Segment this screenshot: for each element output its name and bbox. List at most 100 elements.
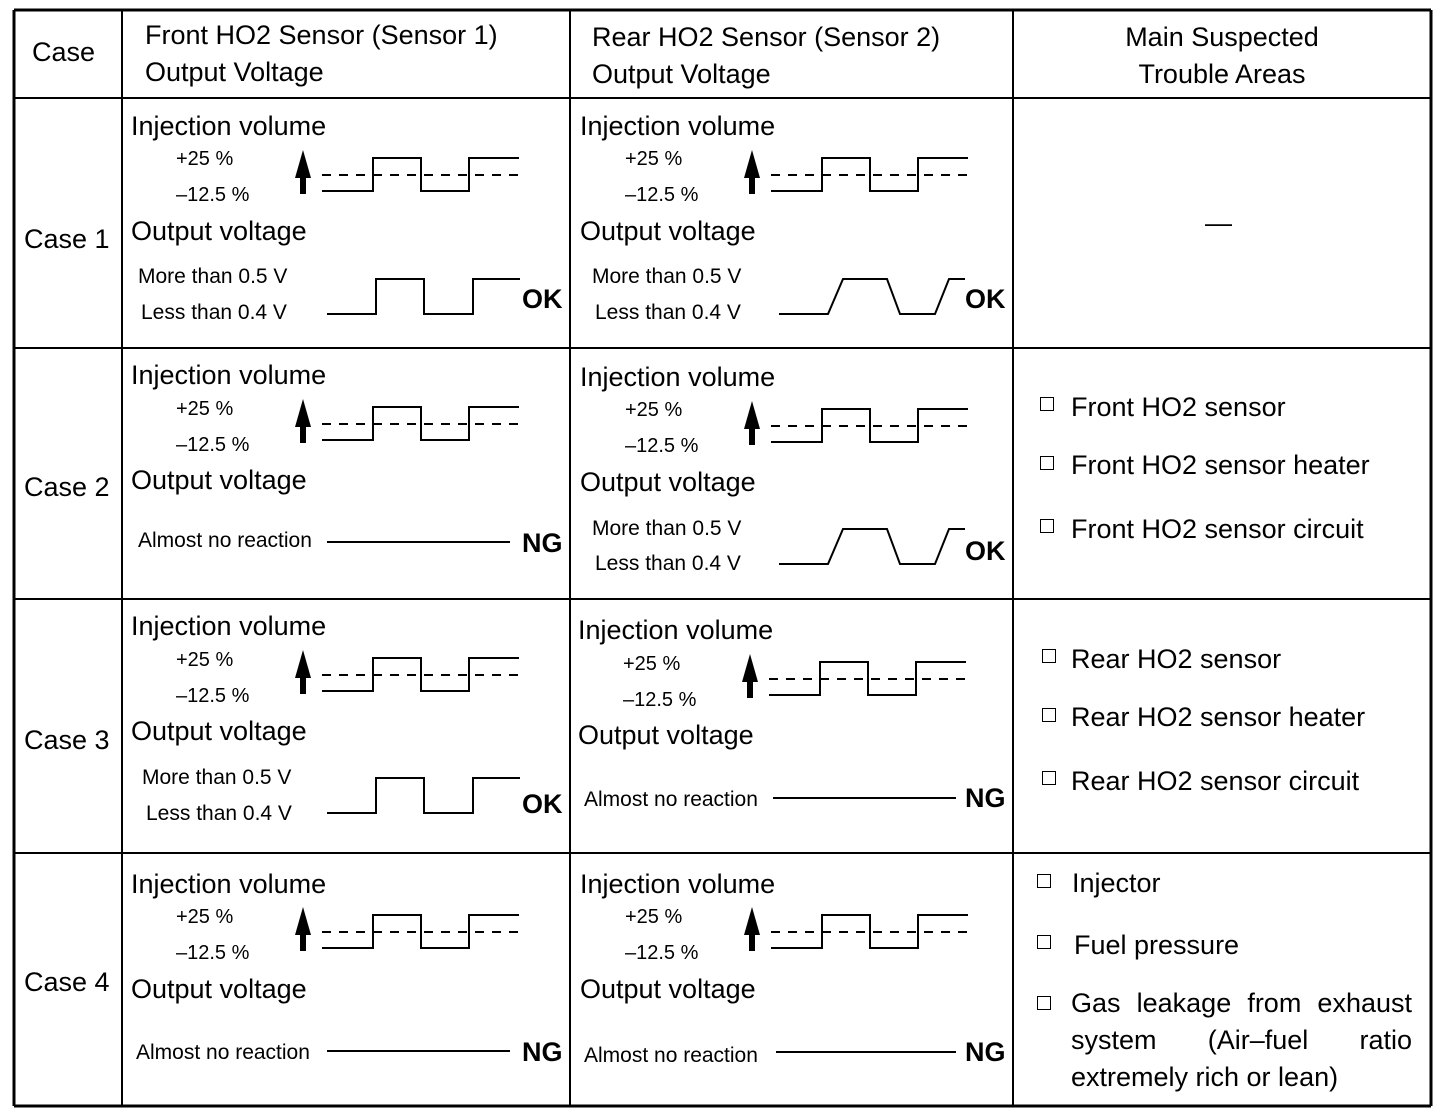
header-case: Case: [32, 37, 96, 67]
minus-12-5-label: –12.5 %: [625, 184, 699, 206]
trouble-area-item: Front HO2 sensor: [1071, 392, 1286, 422]
less-than-label: Less than 0.4 V: [141, 301, 287, 324]
checkbox-icon: [1037, 996, 1051, 1010]
up-arrow-stem: [747, 680, 753, 698]
output-voltage-waveform: [327, 278, 520, 315]
checkbox-icon: [1040, 456, 1054, 470]
header-rear-line-2: Output Voltage: [592, 59, 771, 89]
trouble-area-item: Rear HO2 sensor: [1071, 644, 1282, 674]
plus-25-label: +25 %: [176, 906, 234, 928]
checkbox-icon: [1040, 397, 1054, 411]
up-arrow-icon: [295, 150, 311, 178]
injection-waveform: [322, 157, 519, 192]
output-voltage-label: Output voltage: [131, 716, 307, 746]
injection-waveform: [771, 914, 968, 949]
output-voltage-label: Output voltage: [578, 720, 754, 750]
trouble-area-item: Injector: [1072, 868, 1161, 898]
trouble-area-item: Rear HO2 sensor heater: [1071, 702, 1366, 732]
injection-volume-label: Injection volume: [131, 869, 327, 899]
no-trouble-dash: —: [1205, 208, 1232, 238]
verdict-ok: OK: [965, 536, 1006, 566]
almost-no-reaction-label: Almost no reaction: [584, 1044, 758, 1067]
header-front-line-1: Front HO2 Sensor (Sensor 1): [145, 20, 498, 50]
output-voltage-label: Output voltage: [580, 216, 756, 246]
verdict-ok: OK: [965, 284, 1006, 314]
minus-12-5-label: –12.5 %: [625, 942, 699, 964]
injection-waveform: [322, 657, 519, 692]
up-arrow-icon: [744, 401, 760, 429]
up-arrow-icon: [295, 907, 311, 935]
minus-12-5-label: –12.5 %: [176, 434, 250, 456]
up-arrow-stem: [749, 176, 755, 194]
plus-25-label: +25 %: [623, 653, 681, 675]
minus-12-5-label: –12.5 %: [176, 184, 250, 206]
injection-waveform: [771, 157, 968, 192]
checkbox-icon: [1040, 519, 1054, 533]
verdict-ng: NG: [522, 1037, 563, 1067]
up-arrow-stem: [300, 176, 306, 194]
header-areas-line-1: Main Suspected: [1125, 22, 1319, 52]
less-than-label: Less than 0.4 V: [595, 552, 741, 575]
minus-12-5-label: –12.5 %: [176, 942, 250, 964]
injection-volume-label: Injection volume: [578, 615, 774, 645]
output-voltage-label: Output voltage: [580, 974, 756, 1004]
case-3-label: Case 3: [24, 725, 110, 755]
up-arrow-icon: [744, 907, 760, 935]
injection-waveform: [322, 406, 519, 441]
output-voltage-waveform: [779, 528, 965, 565]
up-arrow-icon: [295, 650, 311, 678]
less-than-label: Less than 0.4 V: [595, 301, 741, 324]
trouble-area-item: Gas leakage from exhaust system (Air–fue…: [1071, 988, 1412, 1092]
header-areas: Main Suspected Trouble Areas: [1014, 19, 1430, 93]
case-1-label: Case 1: [24, 224, 110, 254]
header-rear: Rear HO2 Sensor (Sensor 2) Output Voltag…: [592, 19, 940, 93]
injection-waveform: [769, 661, 966, 696]
up-arrow-icon: [742, 654, 758, 682]
up-arrow-icon: [744, 150, 760, 178]
plus-25-label: +25 %: [176, 649, 234, 671]
injection-volume-label: Injection volume: [131, 360, 327, 390]
output-voltage-waveform: [327, 777, 520, 814]
output-voltage-label: Output voltage: [131, 216, 307, 246]
up-arrow-stem: [749, 427, 755, 445]
injection-volume-label: Injection volume: [131, 611, 327, 641]
injection-waveform: [322, 914, 519, 949]
output-voltage-label: Output voltage: [131, 465, 307, 495]
checkbox-icon: [1042, 771, 1056, 785]
plus-25-label: +25 %: [625, 906, 683, 928]
injection-waveform: [771, 408, 968, 443]
header-areas-line-2: Trouble Areas: [1138, 59, 1306, 89]
injection-volume-label: Injection volume: [580, 362, 776, 392]
trouble-area-item: Fuel pressure: [1074, 930, 1240, 960]
verdict-ok: OK: [522, 789, 563, 819]
injection-volume-label: Injection volume: [580, 869, 776, 899]
trouble-area-item: Front HO2 sensor heater: [1071, 450, 1370, 480]
trouble-area-item: Front HO2 sensor circuit: [1071, 514, 1364, 544]
checkbox-icon: [1037, 874, 1051, 888]
verdict-ng: NG: [965, 1037, 1006, 1067]
output-voltage-label: Output voltage: [580, 467, 756, 497]
up-arrow-icon: [295, 399, 311, 427]
more-than-label: More than 0.5 V: [138, 265, 288, 288]
up-arrow-stem: [749, 933, 755, 951]
more-than-label: More than 0.5 V: [592, 265, 742, 288]
injection-volume-label: Injection volume: [131, 111, 327, 141]
checkbox-icon: [1037, 935, 1051, 949]
minus-12-5-label: –12.5 %: [625, 435, 699, 457]
case-4-label: Case 4: [24, 967, 110, 997]
checkbox-icon: [1042, 708, 1056, 722]
up-arrow-stem: [300, 425, 306, 443]
injection-volume-label: Injection volume: [580, 111, 776, 141]
plus-25-label: +25 %: [176, 398, 234, 420]
plus-25-label: +25 %: [625, 148, 683, 170]
verdict-ok: OK: [522, 284, 563, 314]
almost-no-reaction-label: Almost no reaction: [136, 1041, 310, 1064]
checkbox-icon: [1042, 649, 1056, 663]
plus-25-label: +25 %: [176, 148, 234, 170]
more-than-label: More than 0.5 V: [592, 517, 742, 540]
header-rear-line-1: Rear HO2 Sensor (Sensor 2): [592, 22, 941, 52]
almost-no-reaction-label: Almost no reaction: [138, 529, 312, 552]
output-voltage-label: Output voltage: [131, 974, 307, 1004]
